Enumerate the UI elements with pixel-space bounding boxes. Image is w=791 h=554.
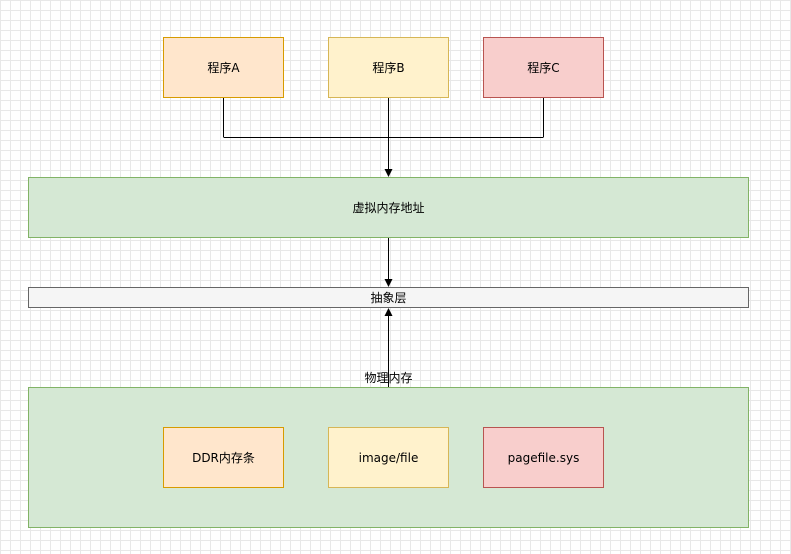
program-a-label: 程序A: [207, 61, 240, 75]
virtual-memory-node[interactable]: 虚拟内存地址: [28, 177, 749, 238]
abstraction-layer-label: 抽象层: [370, 291, 407, 305]
virtual-memory-label: 虚拟内存地址: [352, 201, 425, 215]
ddr-memory-node[interactable]: DDR内存条: [163, 427, 284, 488]
image-file-label: image/file: [358, 450, 419, 465]
pagefile-node[interactable]: pagefile.sys: [483, 427, 604, 488]
program-b-label: 程序B: [372, 61, 405, 75]
program-c-label: 程序C: [527, 61, 560, 75]
pagefile-label: pagefile.sys: [507, 450, 580, 465]
physical-memory-label: 物理内存: [364, 371, 413, 385]
program-a-node[interactable]: 程序A: [163, 37, 284, 98]
image-file-node[interactable]: image/file: [328, 427, 449, 488]
abstraction-layer-node[interactable]: 抽象层: [28, 287, 749, 308]
ddr-memory-label: DDR内存条: [192, 451, 255, 465]
programs-to-virtual-memory-connector: [223, 98, 544, 177]
program-b-node[interactable]: 程序B: [328, 37, 449, 98]
program-c-node[interactable]: 程序C: [483, 37, 604, 98]
